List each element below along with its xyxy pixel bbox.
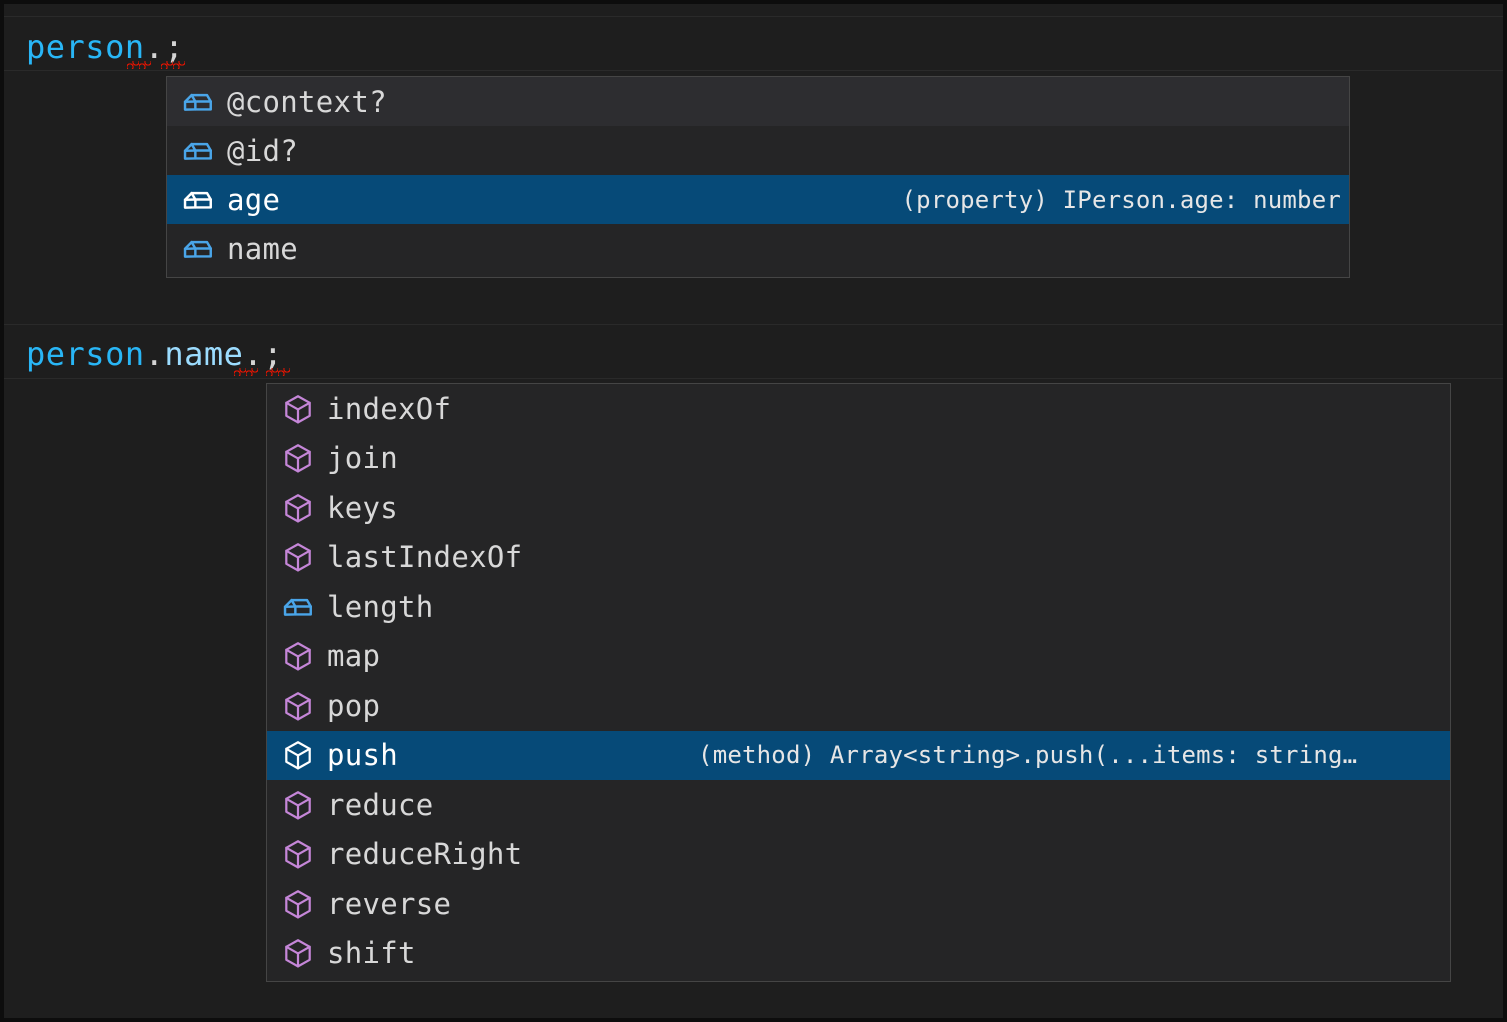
suggestion-item[interactable]: keys — [267, 483, 1450, 533]
property-cube-icon — [181, 232, 215, 266]
error-squiggle — [161, 61, 185, 69]
code-token-punctuation: ; — [164, 28, 185, 66]
error-squiggle — [234, 368, 258, 376]
suggestion-item[interactable]: reverse — [267, 879, 1450, 929]
suggestion-item-label: pop — [327, 688, 381, 723]
suggestion-item[interactable]: age (property) IPerson.age: number — [167, 175, 1349, 224]
code-token-variable: person — [26, 28, 145, 66]
suggestion-item[interactable]: pop — [267, 681, 1450, 731]
property-cube-icon — [281, 590, 315, 624]
method-cube-icon — [281, 491, 315, 525]
suggestion-item-label: length — [327, 589, 434, 624]
suggestion-item-label: indexOf — [327, 391, 452, 426]
code-token-variable: person — [26, 335, 145, 373]
property-cube-icon — [181, 183, 215, 217]
method-cube-icon — [281, 639, 315, 673]
suggestion-item-label: lastIndexOf — [327, 540, 523, 575]
suggestion-item-label: @context? — [227, 84, 387, 119]
suggestion-item[interactable]: reduce — [267, 780, 1450, 830]
method-cube-icon — [281, 837, 315, 871]
suggestion-item-detail: (method) Array<string>.push(...items: st… — [698, 741, 1358, 770]
suggestion-item-label: age — [227, 182, 281, 217]
suggestion-item-label: keys — [327, 490, 399, 525]
suggestion-item-label: shift — [327, 936, 416, 971]
line-divider — [4, 324, 1503, 325]
suggestion-item[interactable]: lastIndexOf — [267, 532, 1450, 582]
suggestion-item-label: @id? — [227, 133, 299, 168]
code-token-punctuation: . — [243, 335, 264, 373]
suggestion-item-detail: (property) IPerson.age: number — [901, 185, 1341, 214]
code-token-property: name — [164, 335, 244, 373]
method-cube-icon — [281, 738, 315, 772]
error-squiggle — [127, 61, 151, 69]
method-cube-icon — [281, 689, 315, 723]
line-divider — [4, 16, 1503, 17]
suggestion-item[interactable]: push (method) Array<string>.push(...items… — [267, 730, 1450, 780]
method-cube-icon — [281, 788, 315, 822]
suggestion-item[interactable]: shift — [267, 928, 1450, 978]
line-divider — [4, 70, 1503, 71]
suggestion-item-label: join — [327, 441, 399, 476]
method-cube-icon — [281, 540, 315, 574]
property-cube-icon — [181, 85, 215, 119]
suggestion-item-label: map — [327, 639, 381, 674]
suggestion-item[interactable]: name — [167, 224, 1349, 273]
suggestion-item[interactable]: map — [267, 631, 1450, 681]
suggestion-item-label: reverse — [327, 886, 452, 921]
suggestion-item-label: reduceRight — [327, 837, 523, 872]
suggestion-item[interactable]: reduceRight — [267, 829, 1450, 879]
suggestion-item[interactable]: @id? — [167, 126, 1349, 175]
suggestion-item[interactable]: indexOf — [267, 384, 1450, 434]
code-token-punctuation: ; — [263, 335, 283, 373]
method-cube-icon — [281, 887, 315, 921]
suggestion-popup-person[interactable]: @context? @id? age (property) IPerson.age: … — [166, 76, 1350, 278]
code-token-punctuation: . — [144, 28, 165, 66]
line-divider — [4, 378, 1503, 379]
suggestion-item-label: push — [327, 738, 399, 773]
code-token-punctuation: . — [144, 335, 165, 373]
code-line-1[interactable]: person.; — [26, 31, 184, 63]
suggestion-item-label: reduce — [327, 787, 434, 822]
suggestion-item[interactable]: @context? — [167, 77, 1349, 126]
method-cube-icon — [281, 441, 315, 475]
editor-surface[interactable]: person.; person.name.; @context?@id?age(… — [4, 4, 1503, 1018]
property-cube-icon — [181, 134, 215, 168]
method-cube-icon — [281, 936, 315, 970]
suggestion-popup-person-name[interactable]: indexOf join keys lastIndexOf length map pop pu… — [266, 383, 1451, 982]
suggestion-item[interactable]: length — [267, 582, 1450, 632]
suggestion-item[interactable]: join — [267, 433, 1450, 483]
suggestion-item-label: name — [227, 231, 299, 266]
error-squiggle — [266, 368, 290, 376]
method-cube-icon — [281, 392, 315, 426]
code-line-2[interactable]: person.name.; — [26, 338, 283, 370]
